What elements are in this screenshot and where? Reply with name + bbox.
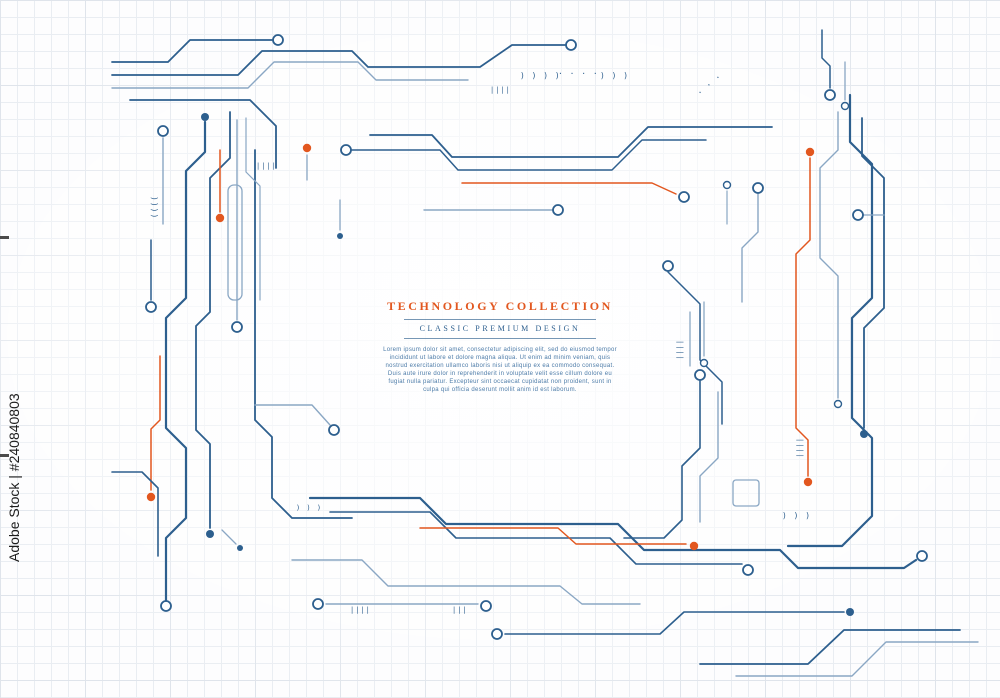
body-line: Duis aute irure dolor in reprehenderit i… (387, 371, 613, 378)
body-line: culpa qui officia deserunt mollit anim i… (423, 387, 577, 394)
circuit-node (916, 550, 928, 562)
circuit-node (231, 321, 243, 333)
circuit-node (160, 600, 172, 612)
circuit-trace (795, 157, 811, 477)
divider-bottom (404, 338, 596, 339)
circuit-trace (129, 99, 277, 169)
circuit-trace (111, 39, 273, 63)
circuit-node (852, 209, 864, 221)
circuit-trace (861, 117, 885, 429)
circuit-node (340, 144, 352, 156)
circuit-trace (245, 117, 261, 301)
circuit-trace (329, 511, 743, 565)
circuit-mark: · · · · (558, 69, 599, 78)
circuit-node (206, 530, 214, 538)
circuit-trace (369, 126, 773, 158)
circuit-node (803, 477, 813, 487)
circuit-mark: |||| (490, 86, 511, 94)
circuit-trace (699, 629, 961, 665)
design-subtitle: CLASSIC PREMIUM DESIGN (419, 324, 581, 333)
circuit-node (145, 301, 157, 313)
circuit-node (157, 125, 169, 137)
circuit-node (860, 430, 868, 438)
circuit-trace (195, 111, 231, 529)
circuit-trace (786, 93, 874, 548)
divider-top (404, 319, 596, 320)
body-line: Lorem ipsum dolor sit amet, consectetur … (383, 347, 617, 353)
circuit-node (722, 180, 732, 190)
circuit-trace (111, 44, 566, 76)
circuit-trace (667, 271, 723, 425)
circuit-node (328, 424, 340, 436)
circuit-mark: ) ) ) ) (520, 71, 561, 80)
chip-outline (732, 479, 760, 507)
edge-tick (0, 236, 9, 239)
circuit-trace (461, 182, 677, 195)
circuit-node (337, 233, 343, 239)
circuit-node (689, 541, 699, 551)
circuit-trace (308, 496, 918, 570)
circuit-trace (111, 471, 159, 557)
circuit-trace (150, 355, 161, 491)
design-body: Lorem ipsum dolor sit amet, consectetur … (365, 346, 635, 395)
design-title: TECHNOLOGY COLLECTION (387, 299, 613, 313)
circuit-node (678, 191, 690, 203)
circuit-node (846, 608, 854, 616)
circuit-node (146, 492, 156, 502)
circuit-node (491, 628, 503, 640)
body-line: nostrud exercitation ullamco laboris nis… (385, 363, 615, 370)
circuit-node (272, 34, 284, 46)
circuit-node (552, 204, 564, 216)
circuit-node (840, 101, 850, 111)
circuit-node (312, 598, 324, 610)
circuit-node (824, 89, 836, 101)
circuit-mark: ||| (452, 606, 468, 614)
chip-outline (227, 184, 243, 301)
center-text-block: TECHNOLOGY COLLECTION CLASSIC PREMIUM DE… (365, 299, 635, 395)
circuit-node (699, 358, 709, 368)
circuit-node (201, 113, 209, 121)
circuit-node (565, 39, 577, 51)
circuit-node (302, 143, 312, 153)
circuit-mark: |||| (676, 340, 684, 361)
circuit-trace (819, 111, 839, 399)
circuit-node (237, 545, 243, 551)
circuit-node (833, 399, 843, 409)
circuit-node (742, 564, 754, 576)
edge-tick (0, 454, 9, 457)
body-line: fugiat nulla pariatur. Excepteur sint oc… (388, 379, 612, 386)
circuit-mark: · · · (696, 72, 724, 98)
circuit-trace (741, 193, 759, 303)
circuit-trace (221, 529, 237, 545)
circuit-mark: )))) (150, 196, 159, 219)
circuit-node (662, 260, 674, 272)
circuit-trace (821, 29, 831, 89)
circuit-node (215, 213, 225, 223)
circuit-trace (164, 120, 207, 602)
circuit-trace (623, 380, 701, 539)
circuit-mark: ) ) ) (296, 504, 322, 512)
circuit-trace (735, 641, 979, 677)
adobe-stock-watermark: Adobe Stock | #240840803 (6, 393, 22, 562)
circuit-mark: |||| (796, 438, 804, 459)
circuit-node (752, 182, 764, 194)
circuit-mark: |||| (350, 606, 371, 614)
body-line: incididunt ut labore et dolore magna ali… (389, 355, 611, 362)
circuit-trace (291, 559, 641, 605)
circuit-trace (351, 139, 707, 171)
circuit-node (480, 600, 492, 612)
circuit-node (805, 147, 815, 157)
circuit-trace (419, 527, 687, 545)
circuit-trace (699, 391, 719, 523)
circuit-mark: ) ) ) (782, 511, 811, 520)
circuit-trace (254, 404, 331, 426)
circuit-trace (111, 61, 469, 89)
circuit-node (694, 369, 706, 381)
circuit-trace (254, 149, 353, 519)
circuit-trace (504, 611, 845, 635)
circuit-mark: ) ) ) (600, 71, 629, 80)
circuit-mark: |||| (256, 162, 277, 170)
